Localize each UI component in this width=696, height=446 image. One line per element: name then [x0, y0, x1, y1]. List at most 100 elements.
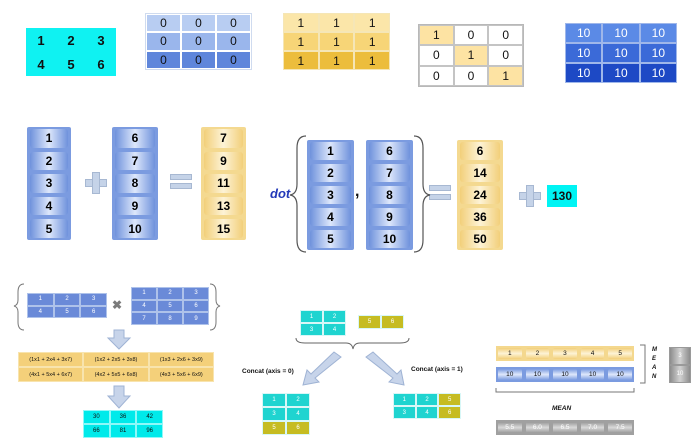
expression-cell: (1x1 + 2x4 + 3x7): [18, 352, 84, 367]
matrix-cell: 1: [354, 51, 390, 70]
matrix-cell: 10: [639, 43, 677, 63]
matrix-cell: 6: [183, 299, 209, 313]
mean-letter: M: [652, 347, 657, 353]
matrix-cyan-2x3: 1 2 3 4 5 6: [26, 28, 116, 76]
vector-sum: 7 9 11 13 15: [201, 127, 246, 240]
matmul-matrix-a: 1 2 3 4 5 6: [27, 293, 107, 318]
matrix-ones: 1 1 1 1 1 1 1 1 1: [283, 13, 390, 70]
matrix-cell: 2: [53, 293, 81, 306]
mean-vertical-label: M E A N: [652, 346, 657, 382]
vector-cell: 3: [553, 348, 577, 359]
mean-cell: 7.5: [608, 422, 632, 433]
vertical-bracket: [640, 344, 646, 384]
matrix-cell: 0: [146, 32, 181, 51]
vector-cell: 24: [460, 186, 500, 204]
matrix-cell: 0: [488, 45, 523, 66]
vector-cell: 5: [608, 348, 632, 359]
matrix-cell: 6: [97, 56, 105, 72]
vector-cell: 1: [30, 129, 68, 148]
vector-cell: 10: [580, 369, 605, 380]
vector-cell: 14: [460, 164, 500, 182]
matrix-cell: 5: [358, 315, 381, 329]
matrix-cell: 1: [283, 32, 319, 51]
matmul-expressions: (1x1 + 2x4 + 3x7) (1x2 + 2x5 + 3x8) (1x3…: [18, 352, 214, 382]
equals-icon: [170, 174, 192, 190]
matrix-cell: 36: [109, 410, 137, 424]
matrix-cell: 3: [393, 406, 416, 419]
row-means: 3 10: [669, 347, 691, 383]
matrix-cell: 3: [183, 287, 209, 300]
mean-letter: N: [652, 374, 657, 380]
mean-letter: A: [652, 365, 657, 371]
vector-cell: 10: [498, 369, 522, 380]
vector-cell: 10: [369, 230, 410, 248]
vector-cell: 10: [553, 369, 577, 380]
matrix-cell: 6: [438, 406, 461, 419]
vector-cell: 3: [310, 186, 351, 204]
vector-cell: 3: [30, 174, 68, 193]
matrix-cell: 6: [80, 305, 107, 318]
vector-cell: 2: [30, 151, 68, 171]
vector-cell: 7: [204, 129, 243, 148]
matrix-cell: 81: [109, 424, 137, 438]
vector-cell: 8: [369, 186, 410, 204]
matrix-cell: 10: [565, 23, 603, 43]
concat-matrix-b: 5 6: [358, 315, 404, 329]
matrix-cell: 0: [216, 50, 251, 69]
matmul-matrix-b: 1 2 3 4 5 6 7 8 9: [131, 287, 209, 325]
dot-result: 130: [547, 185, 577, 207]
vector-cell: 4: [30, 196, 68, 216]
matrix-cell: 0: [216, 14, 251, 33]
concat-axis0-result: 1 2 3 4 5 6: [262, 393, 310, 435]
matrix-cell: 4: [37, 56, 45, 72]
vector-cell: 50: [460, 230, 500, 248]
matrix-cell: 10: [565, 63, 603, 83]
matrix-cell: 0: [488, 25, 523, 46]
matrix-cell: 1: [131, 287, 157, 300]
matrix-cell: 10: [565, 43, 603, 63]
matrix-cell: 1: [354, 13, 390, 32]
matrix-cell: 2: [415, 393, 439, 406]
vector-cell: 10: [525, 369, 550, 380]
plus-icon: [85, 172, 107, 194]
plus-icon: [519, 185, 541, 207]
expression-cell: (4x3 + 5x6 + 6x9): [148, 367, 214, 382]
expression-cell: (1x2 + 2x5 + 3x8): [83, 352, 149, 367]
matrix-cell: 0: [453, 65, 489, 86]
matrix-cell: 0: [181, 50, 216, 69]
vector-cell: 7: [369, 164, 410, 182]
matmul-result: 30 36 42 66 81 96: [83, 410, 163, 438]
horizontal-bracket: [495, 388, 635, 393]
dot-label: dot: [270, 186, 291, 201]
matrix-zeros: 0 0 0 0 0 0 0 0 0: [145, 13, 252, 70]
matrix-cell: 10: [602, 43, 640, 63]
matrix-cell: 4: [286, 407, 310, 421]
vector-a: 1 2 3 4 5: [27, 127, 71, 240]
matrix-cell: 4: [27, 305, 54, 318]
matrix-cell: 6: [286, 421, 310, 435]
arrow-down-icon: [106, 329, 132, 350]
vector-cell: 6: [369, 142, 410, 160]
concat-matrix-a: 1 2 3 4: [300, 310, 346, 336]
mean-letter: E: [652, 356, 657, 362]
matrix-cell: 1: [37, 32, 45, 48]
matrix-identity: 1 0 0 0 1 0 0 0 1: [418, 24, 524, 87]
matrix-cell: 2: [67, 32, 75, 48]
arrow-down-left-icon: [302, 351, 342, 386]
matrix-cell: 1: [318, 13, 355, 32]
vector-cell: 13: [204, 196, 243, 216]
matrix-cell: 0: [419, 45, 454, 66]
matrix-cell: 0: [419, 65, 454, 86]
vector-cell: 15: [204, 219, 243, 238]
matrix-cell: 4: [323, 323, 346, 336]
mean-cell: 6.0: [525, 422, 550, 433]
vector-cell: 5: [310, 230, 351, 248]
vector-cell: 4: [310, 208, 351, 226]
column-means: 5.5 6.0 6.5 7.0 7.5: [496, 420, 634, 435]
vector-cell: 36: [460, 208, 500, 226]
left-brace: [289, 135, 307, 253]
matrix-cell: 96: [136, 424, 163, 438]
matrix-cell: 1: [393, 393, 416, 406]
vector-cell: 1: [310, 142, 351, 160]
